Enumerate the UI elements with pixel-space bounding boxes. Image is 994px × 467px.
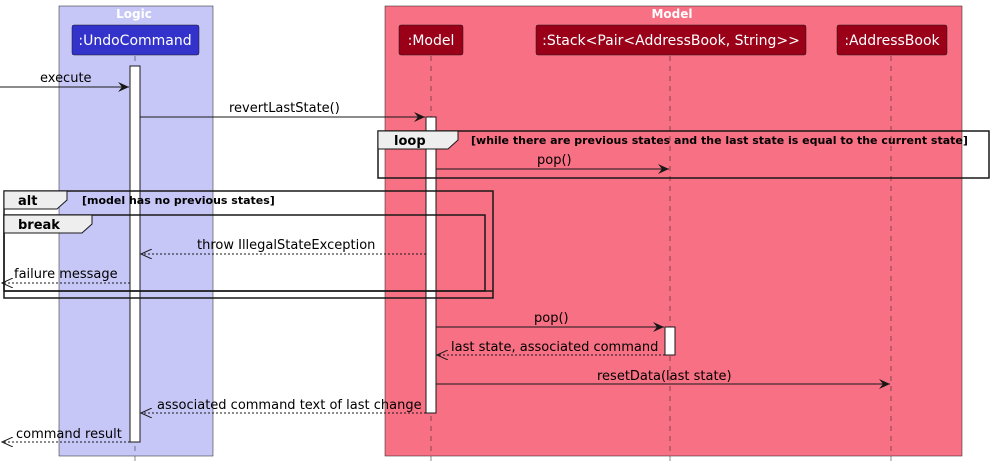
message-reset-data-label: resetData(last state) xyxy=(597,369,732,384)
participant-stack: :Stack<Pair<AddressBook, String>> xyxy=(535,24,807,56)
break-fragment: break xyxy=(3,214,486,292)
message-loop-pop: pop() xyxy=(436,153,669,174)
message-failure-label: failure message xyxy=(14,267,118,282)
message-throw-exception: throw IllegalStateException xyxy=(141,238,426,254)
loop-fragment: loop [while there are previous states an… xyxy=(377,130,990,179)
message-last-state-reply: last state, associated command xyxy=(437,340,665,355)
message-pop: pop() xyxy=(436,311,664,332)
message-execute: execute xyxy=(0,71,129,92)
activation-stack xyxy=(664,326,676,356)
message-revert-last-state-label: revertLastState() xyxy=(229,101,340,116)
message-loop-pop-label: pop() xyxy=(537,153,572,168)
participant-undo-command-label: :UndoCommand xyxy=(78,33,191,49)
logic-box-title: Logic xyxy=(116,7,152,21)
message-reset-data: resetData(last state) xyxy=(436,369,890,389)
message-throw-exception-label: throw IllegalStateException xyxy=(197,238,375,253)
participant-address-book-label: :AddressBook xyxy=(844,33,940,49)
participant-address-book: :AddressBook xyxy=(836,24,948,56)
participant-undo-command: :UndoCommand xyxy=(71,24,200,56)
message-failure: failure message xyxy=(2,267,130,283)
message-command-result: command result xyxy=(2,427,130,442)
participant-model-label: :Model xyxy=(408,33,455,49)
participant-model: :Model xyxy=(398,24,464,56)
model-box-title: Model xyxy=(651,7,692,21)
activation-undo-command xyxy=(129,65,141,443)
loop-fragment-label: loop xyxy=(394,134,426,149)
message-command-result-label: command result xyxy=(16,427,122,442)
model-box: Model xyxy=(384,5,963,457)
message-pop-label: pop() xyxy=(534,311,569,326)
message-revert-last-state: revertLastState() xyxy=(140,101,425,122)
participant-stack-label: :Stack<Pair<AddressBook, String>> xyxy=(542,33,800,49)
message-execute-label: execute xyxy=(40,71,92,86)
break-fragment-label: break xyxy=(18,218,60,233)
activation-model xyxy=(425,116,437,414)
message-last-state-reply-label: last state, associated command xyxy=(451,340,658,355)
loop-fragment-guard: [while there are previous states and the… xyxy=(471,134,968,147)
alt-fragment-guard: [model has no previous states] xyxy=(82,194,275,207)
message-command-text-reply: associated command text of last change xyxy=(141,398,426,413)
alt-fragment-label: alt xyxy=(18,194,37,209)
message-command-text-reply-label: associated command text of last change xyxy=(157,398,422,413)
